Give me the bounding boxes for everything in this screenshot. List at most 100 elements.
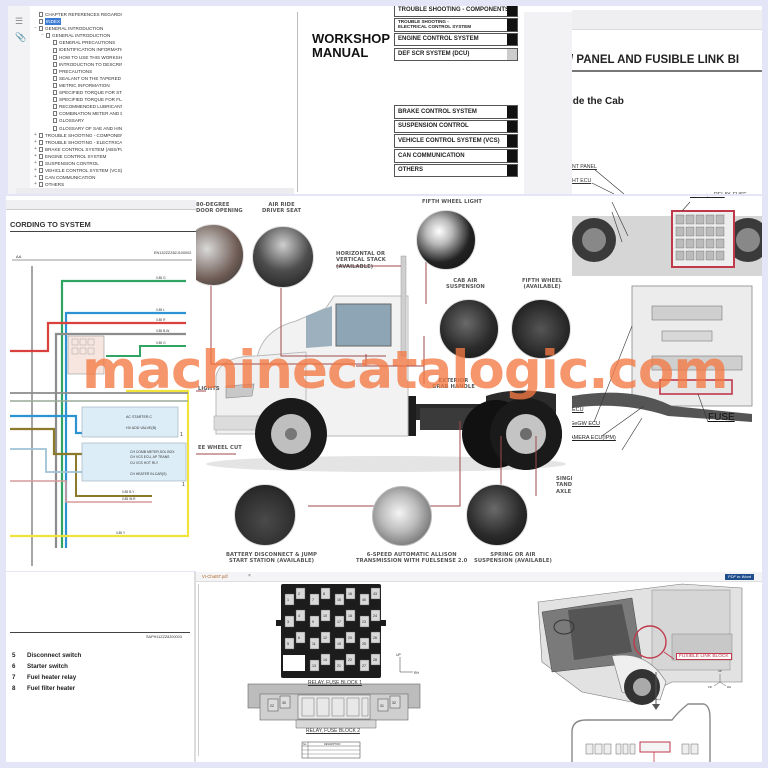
bookmark-icon[interactable]: ☰ [15,16,24,26]
transmission-photo [372,486,432,546]
svg-text:21: 21 [337,664,341,668]
toc-item[interactable]: PRECAUTIONS [30,68,122,75]
bookmark-icon [39,139,43,145]
attachment-icon[interactable]: 📎 [15,32,27,42]
expand-icon[interactable]: + [34,138,37,145]
pdf-to-word-button[interactable]: PDF to Word [724,574,754,580]
svg-text:0.85 R: 0.85 R [156,318,166,322]
bookmark-icon [53,118,57,124]
block2-caption: RELAY, FUSE BLOCK 2 [306,728,361,734]
toc-item[interactable]: GLOSSARY [30,117,122,124]
relay-slot [295,631,306,644]
wiring-schematic: AA AC STARTER C HV [10,254,192,566]
toc-item[interactable]: + ENGINE CONTROL SYSTEM [30,153,122,160]
close-tab-icon[interactable]: × [248,573,251,579]
toc-item[interactable]: +VEHICLE CONTROL SYSTEM (VCS) [30,167,122,174]
callout-label: ECU [572,407,584,413]
horizontal-scrollbar[interactable] [16,188,294,194]
toc-item[interactable]: INDEX [30,18,122,26]
collapse-icon[interactable]: − [34,25,37,32]
svg-text:11: 11 [312,642,316,646]
expand-icon[interactable]: + [34,152,37,159]
toc-item-label: SUSPENSION CONTROL [45,160,99,166]
toc-item[interactable]: CHAPTER REFERENCES REGARDING T [30,11,122,18]
chapter-tab[interactable]: VEHICLE CONTROL SYSTEM (VCS) [394,134,518,148]
expand-icon[interactable]: + [34,131,37,138]
svg-text:CH HEATER IN-CAR(S): CH HEATER IN-CAR(S) [130,472,166,476]
relay-slot [359,659,370,672]
toc-item[interactable]: + SUSPENSION CONTROL [30,160,122,167]
legend-item-number: 6 [12,663,16,670]
chapter-tab[interactable]: CAN COMMUNICATION [394,149,518,163]
toc-item[interactable]: IDENTIFICATION INFORMATIC [30,46,122,53]
dashboard-drawing [572,201,762,451]
toc-item-label: METRIC INFORMATION [59,82,110,88]
chapter-tab[interactable]: BRAKE CONTROL SYSTEM [394,105,518,119]
toc-item[interactable]: SPECIFIED TORQUE FOR STANI [30,89,122,96]
legend-code: SAPH11ZZZ8J00003 [146,635,182,639]
relay-slot [284,593,295,606]
chapter-tab[interactable]: ENGINE CONTROL SYSTEM [394,32,518,47]
svg-text:12: 12 [323,636,327,640]
chapter-tab[interactable]: TROUBLE SHOOTING - COMPONENTS [394,6,518,17]
toc-item[interactable]: SEALANT ON THE TAPERED SC [30,75,122,82]
collapse-icon[interactable]: − [41,32,44,39]
document-tab[interactable]: VI-Chat5T.pdf [202,574,228,579]
relay-slot [309,593,320,606]
side-pane [524,12,572,194]
expand-icon[interactable]: + [34,181,37,188]
chapter-tab[interactable]: OTHERS [394,163,518,178]
svg-text:24: 24 [373,614,377,618]
manual-index-panel: WORKSHOP MANUAL TROUBLE SHOOTING - COMPO… [294,6,572,194]
leader-lines [591,168,707,194]
chapter-tab[interactable]: DEF SCR SYSTEM (DCU) [394,47,518,62]
expand-icon[interactable]: + [34,167,37,174]
bookmark-icon [53,82,57,88]
title-line-1: WORKSHOP [312,31,390,46]
svg-text:25: 25 [362,642,366,646]
toc-item-label: ENGINE CONTROL SYSTEM [45,153,107,159]
battery-disconnect-photo [234,484,296,546]
toc-item[interactable]: SPECIFIED TORQUE FOR FLANI [30,96,122,103]
relay-slot [334,637,345,650]
chapter-tab[interactable]: SUSPENSION CONTROL [394,119,518,134]
toc-item[interactable]: −GENERAL INTRODUCTION [30,32,122,39]
legend-item-label: Starter switch [27,663,68,670]
section-subheading: ide the Cab [572,96,624,107]
toc-item-label: OTHERS [45,182,65,188]
expand-icon[interactable]: + [34,159,37,166]
chapter-tab[interactable]: TROUBLE SHOOTING -ELECTRICAL CONTROL SYS… [394,17,518,32]
connector-label: AA [16,254,22,259]
toc-item[interactable]: + BRAKE CONTROL SYSTEM (ABS/FULL [30,146,122,153]
driver-seat-photo [252,226,314,288]
toc-item-label: BRAKE CONTROL SYSTEM (ABS/FULL [45,146,122,152]
svg-text:3: 3 [287,620,289,624]
relay-slot [334,615,345,628]
svg-text:26: 26 [373,636,377,640]
vertical-scrollbar[interactable] [194,572,196,762]
toc-item[interactable]: COMBINATION METER AND D [30,110,122,117]
toc-item[interactable]: RECOMMENDED LUBRICANTS [30,103,122,110]
expand-icon[interactable]: + [34,145,37,152]
bookmark-icon [39,146,43,152]
toc-item[interactable]: + OTHERS [30,181,122,188]
chapter-tabs-top: TROUBLE SHOOTING - COMPONENTS TROUBLE SH… [394,6,518,62]
toc-item[interactable]: INTRODUCTION TO DESCRIPT [30,61,122,68]
expand-icon[interactable]: + [34,174,37,181]
toc-item[interactable]: HOW TO USE THIS WORKSHOI [30,54,122,61]
svg-text:FR: FR [708,685,712,689]
toc-item[interactable]: GENERAL PRECAUTIONS [30,39,122,46]
toc-item[interactable]: METRIC INFORMATION [30,82,122,89]
toc-item[interactable]: +CAN COMMUNICATION [30,174,122,181]
svg-text:13: 13 [312,664,316,668]
relay-slot [370,587,381,600]
svg-text:7: 7 [312,598,314,602]
toc-item[interactable]: GLOSSARY OF SAE AND HINO [30,125,122,132]
toc-item[interactable]: +TROUBLE SHOOTING - COMPONENT [30,132,122,139]
relay-slot [334,659,345,672]
toc-item[interactable]: −GENERAL INTRODUCTION [30,25,122,32]
toc-item[interactable]: +TROUBLE SHOOTING - ELECTRICAL C [30,139,122,146]
